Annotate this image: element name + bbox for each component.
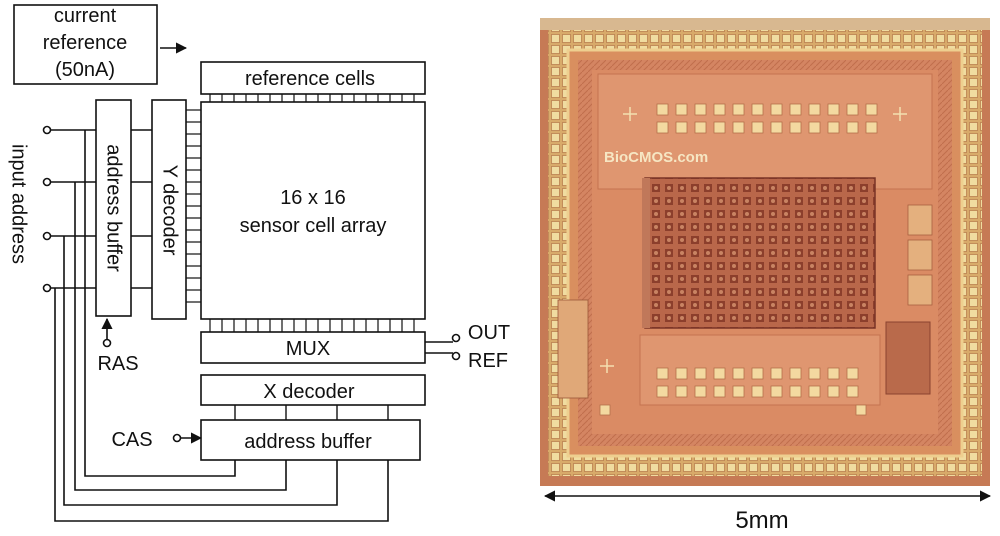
- chip-sensor-array: [644, 177, 876, 329]
- ras-terminal[interactable]: [102, 338, 112, 348]
- row-address-buffer-box: [95, 99, 132, 317]
- ref-terminal[interactable]: [451, 351, 461, 361]
- row-buffer-to-y-decoder: [131, 129, 152, 289]
- sensor-cell-array-box: [200, 101, 426, 320]
- ras-label: RAS: [97, 353, 138, 375]
- y-decoder-connectors: [186, 109, 201, 303]
- x-decoder-label: X decoder: [263, 381, 355, 403]
- chip-photo: BioCMOS.com: [540, 18, 990, 486]
- input-address-terminal-3[interactable]: [42, 231, 52, 241]
- reference-cells-label: reference cells: [245, 68, 375, 90]
- y-decoder-box: [151, 99, 187, 320]
- sensor-array-label-line2: sensor cell array: [240, 215, 387, 237]
- array-to-mux-connectors: [209, 319, 415, 332]
- current-reference-box: [13, 4, 158, 85]
- right-side-blocks: [907, 204, 933, 306]
- input-address-label: input address: [8, 144, 30, 264]
- input-address-wires: [42, 125, 389, 522]
- x-decoder-box: [200, 374, 426, 406]
- column-address-buffer-label: address buffer: [244, 431, 372, 453]
- biocmos-logo: BioCMOS.com: [604, 149, 708, 166]
- top-test-pads: [656, 103, 878, 134]
- y-decoder-label: Y decoder: [159, 165, 181, 256]
- block-diagram-labels: current reference (50nA) reference cells…: [8, 5, 510, 453]
- sensor-array-label-line1: 16 x 16: [280, 187, 346, 209]
- column-address-buffer-box: [200, 419, 421, 461]
- bottom-test-pads: [656, 367, 859, 398]
- x-decoder-connectors: [234, 405, 389, 420]
- mux-label: MUX: [286, 338, 330, 360]
- scale-bar-label: 5mm: [735, 507, 788, 534]
- mux-box: [200, 331, 426, 364]
- analog-block: [885, 321, 931, 395]
- current-reference-line2: reference: [43, 32, 128, 54]
- row-address-buffer-label: address buffer: [103, 144, 125, 272]
- block-diagram: [13, 4, 461, 522]
- out-label: OUT: [468, 322, 510, 344]
- ref-label: REF: [468, 350, 508, 372]
- cas-label: CAS: [111, 429, 152, 451]
- input-address-terminal-2[interactable]: [42, 177, 52, 187]
- reference-cells-box: [200, 61, 426, 95]
- out-terminal[interactable]: [451, 333, 461, 343]
- input-address-terminal-4[interactable]: [42, 283, 52, 293]
- reference-cells-connectors: [209, 94, 415, 102]
- current-reference-line3: (50nA): [55, 59, 115, 81]
- input-address-terminal-1[interactable]: [42, 125, 52, 135]
- current-reference-line1: current: [54, 5, 117, 27]
- cas-terminal[interactable]: [172, 433, 182, 443]
- left-side-blocks: [557, 299, 589, 399]
